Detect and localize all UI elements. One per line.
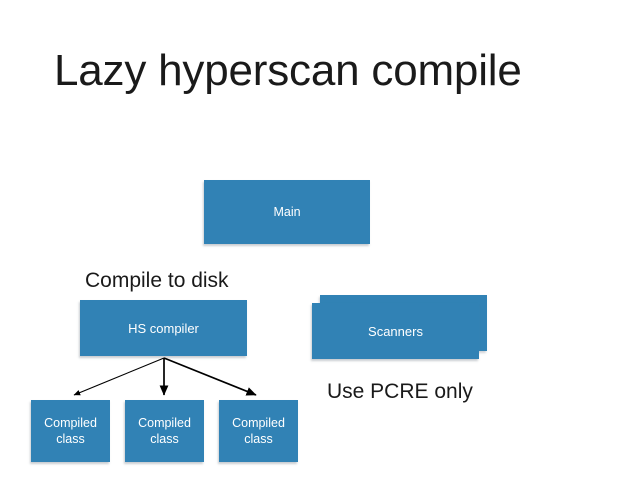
node-hs-compiler[interactable]: HS compiler: [80, 300, 247, 356]
caption-use-pcre-only: Use PCRE only: [327, 380, 473, 403]
node-compiled-class-label-line1: Compiled: [138, 416, 191, 430]
node-compiled-class[interactable]: Compiled class: [125, 400, 204, 462]
arrow-hs-to-compiled-class-1: [73, 357, 165, 396]
node-main[interactable]: Main: [204, 180, 370, 244]
node-compiled-class-label-line2: class: [244, 432, 273, 446]
node-scanners-label: Scanners: [368, 323, 423, 339]
node-compiled-class-label-line2: class: [56, 432, 85, 446]
node-compiled-class-label: Compiled class: [31, 415, 110, 447]
node-compiled-class-label-line1: Compiled: [232, 416, 285, 430]
node-compiled-class-label: Compiled class: [125, 415, 204, 447]
node-hs-compiler-label: HS compiler: [128, 320, 199, 336]
node-compiled-class-label: Compiled class: [219, 415, 298, 447]
arrow-hs-to-compiled-class-3: [163, 357, 257, 396]
node-scanners-front-sheet[interactable]: Scanners: [312, 303, 479, 359]
node-scanners[interactable]: Scanners: [312, 295, 487, 365]
node-compiled-class-label-line1: Compiled: [44, 416, 97, 430]
node-compiled-class-label-line2: class: [150, 432, 179, 446]
node-compiled-class[interactable]: Compiled class: [219, 400, 298, 462]
node-compiled-class[interactable]: Compiled class: [31, 400, 110, 462]
node-main-label: Main: [273, 205, 301, 219]
caption-compile-to-disk: Compile to disk: [85, 269, 229, 292]
page-title: Lazy hyperscan compile: [54, 46, 522, 95]
